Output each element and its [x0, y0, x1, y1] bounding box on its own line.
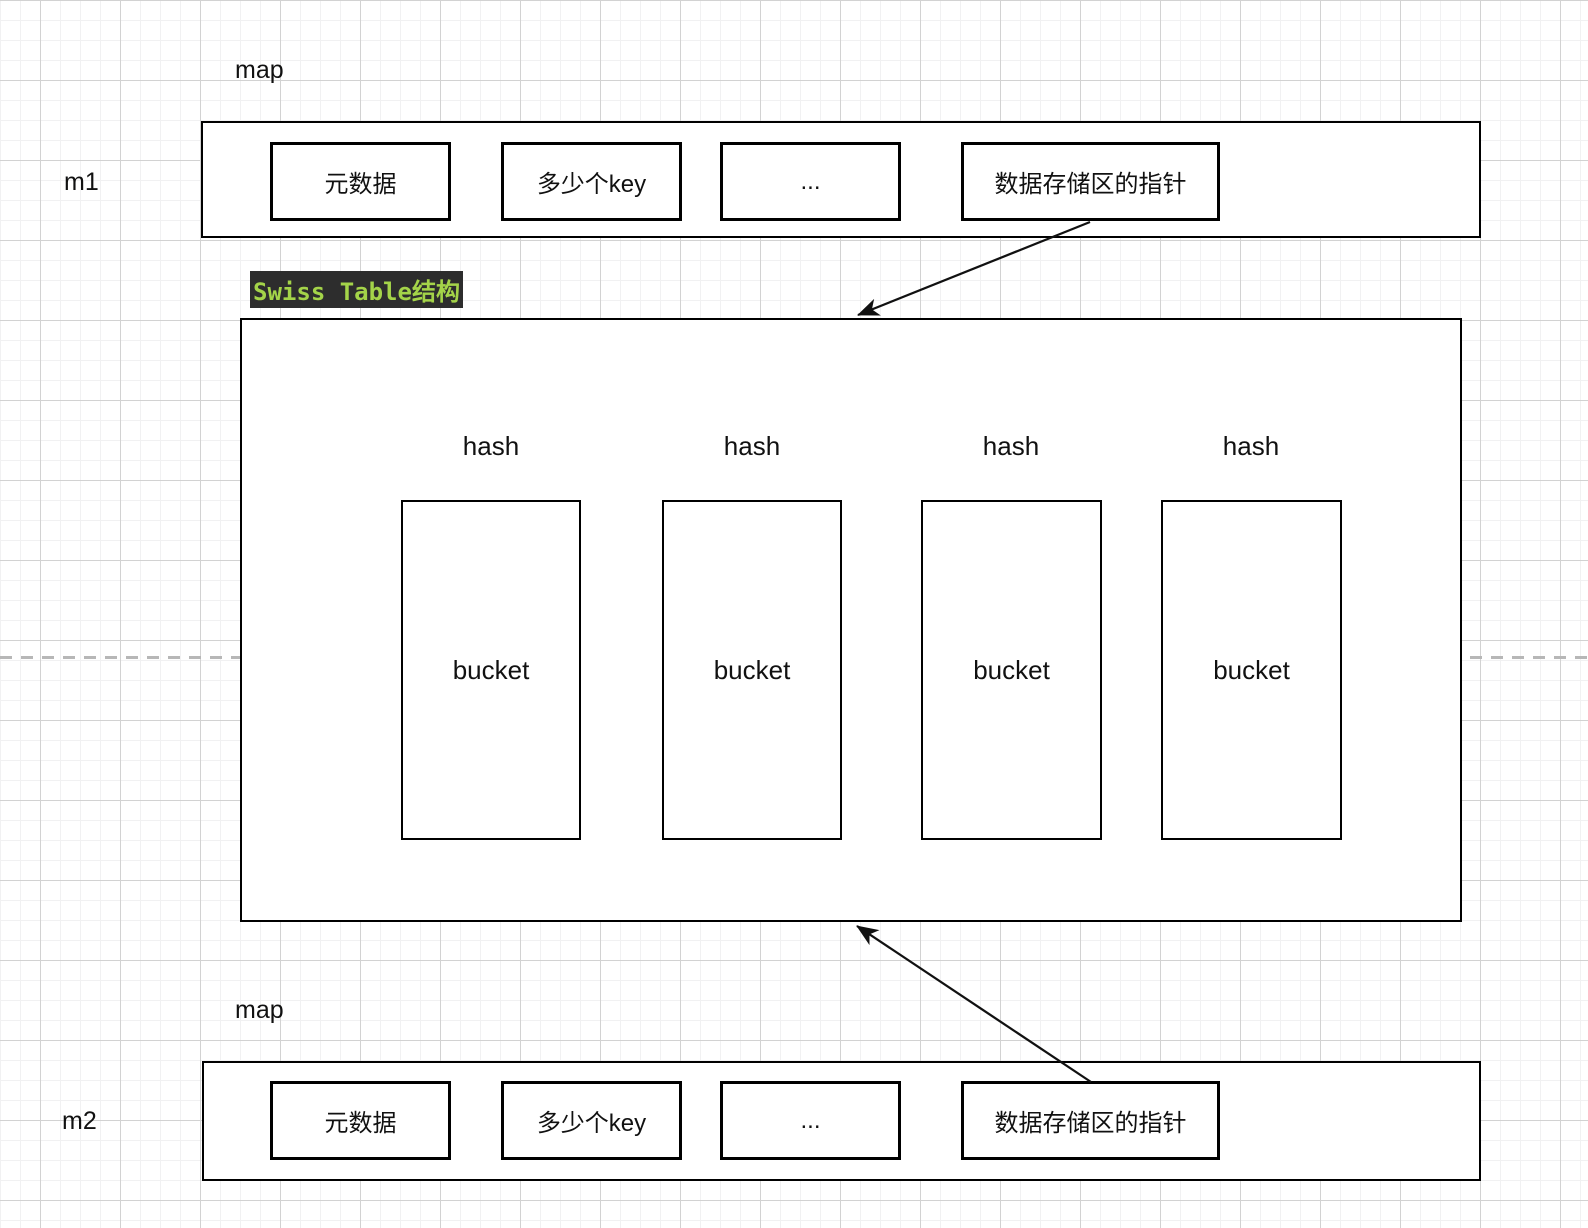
cell-data-pointer-m1: 数据存储区的指针: [961, 142, 1220, 221]
cell-key-count-m1: 多少个key: [501, 142, 682, 221]
swiss-table-title: Swiss Table结构: [250, 271, 463, 308]
cell-metadata-m1: 元数据: [270, 142, 451, 221]
cell-ellipsis-m2: ...: [720, 1081, 901, 1160]
cell-key-count-m2: 多少个key: [501, 1081, 682, 1160]
cell-data-pointer-m2: 数据存储区的指针: [961, 1081, 1220, 1160]
bucket-box-1: bucket: [401, 500, 581, 840]
bucket-box-3: bucket: [921, 500, 1102, 840]
bucket-box-2: bucket: [662, 500, 842, 840]
cell-metadata-m2: 元数据: [270, 1081, 451, 1160]
map-type-label-m1: map: [235, 56, 284, 84]
hash-label-2: hash: [723, 431, 781, 461]
map-instance-label-m1: m1: [64, 168, 99, 196]
bucket-box-4: bucket: [1161, 500, 1342, 840]
pointer-arrow-m2: [856, 925, 1092, 1083]
hash-label-1: hash: [462, 431, 520, 461]
map-instance-label-m2: m2: [62, 1107, 97, 1135]
hash-label-3: hash: [982, 431, 1040, 461]
hash-label-4: hash: [1222, 431, 1280, 461]
map-type-label-m2: map: [235, 996, 284, 1024]
cell-ellipsis-m1: ...: [720, 142, 901, 221]
